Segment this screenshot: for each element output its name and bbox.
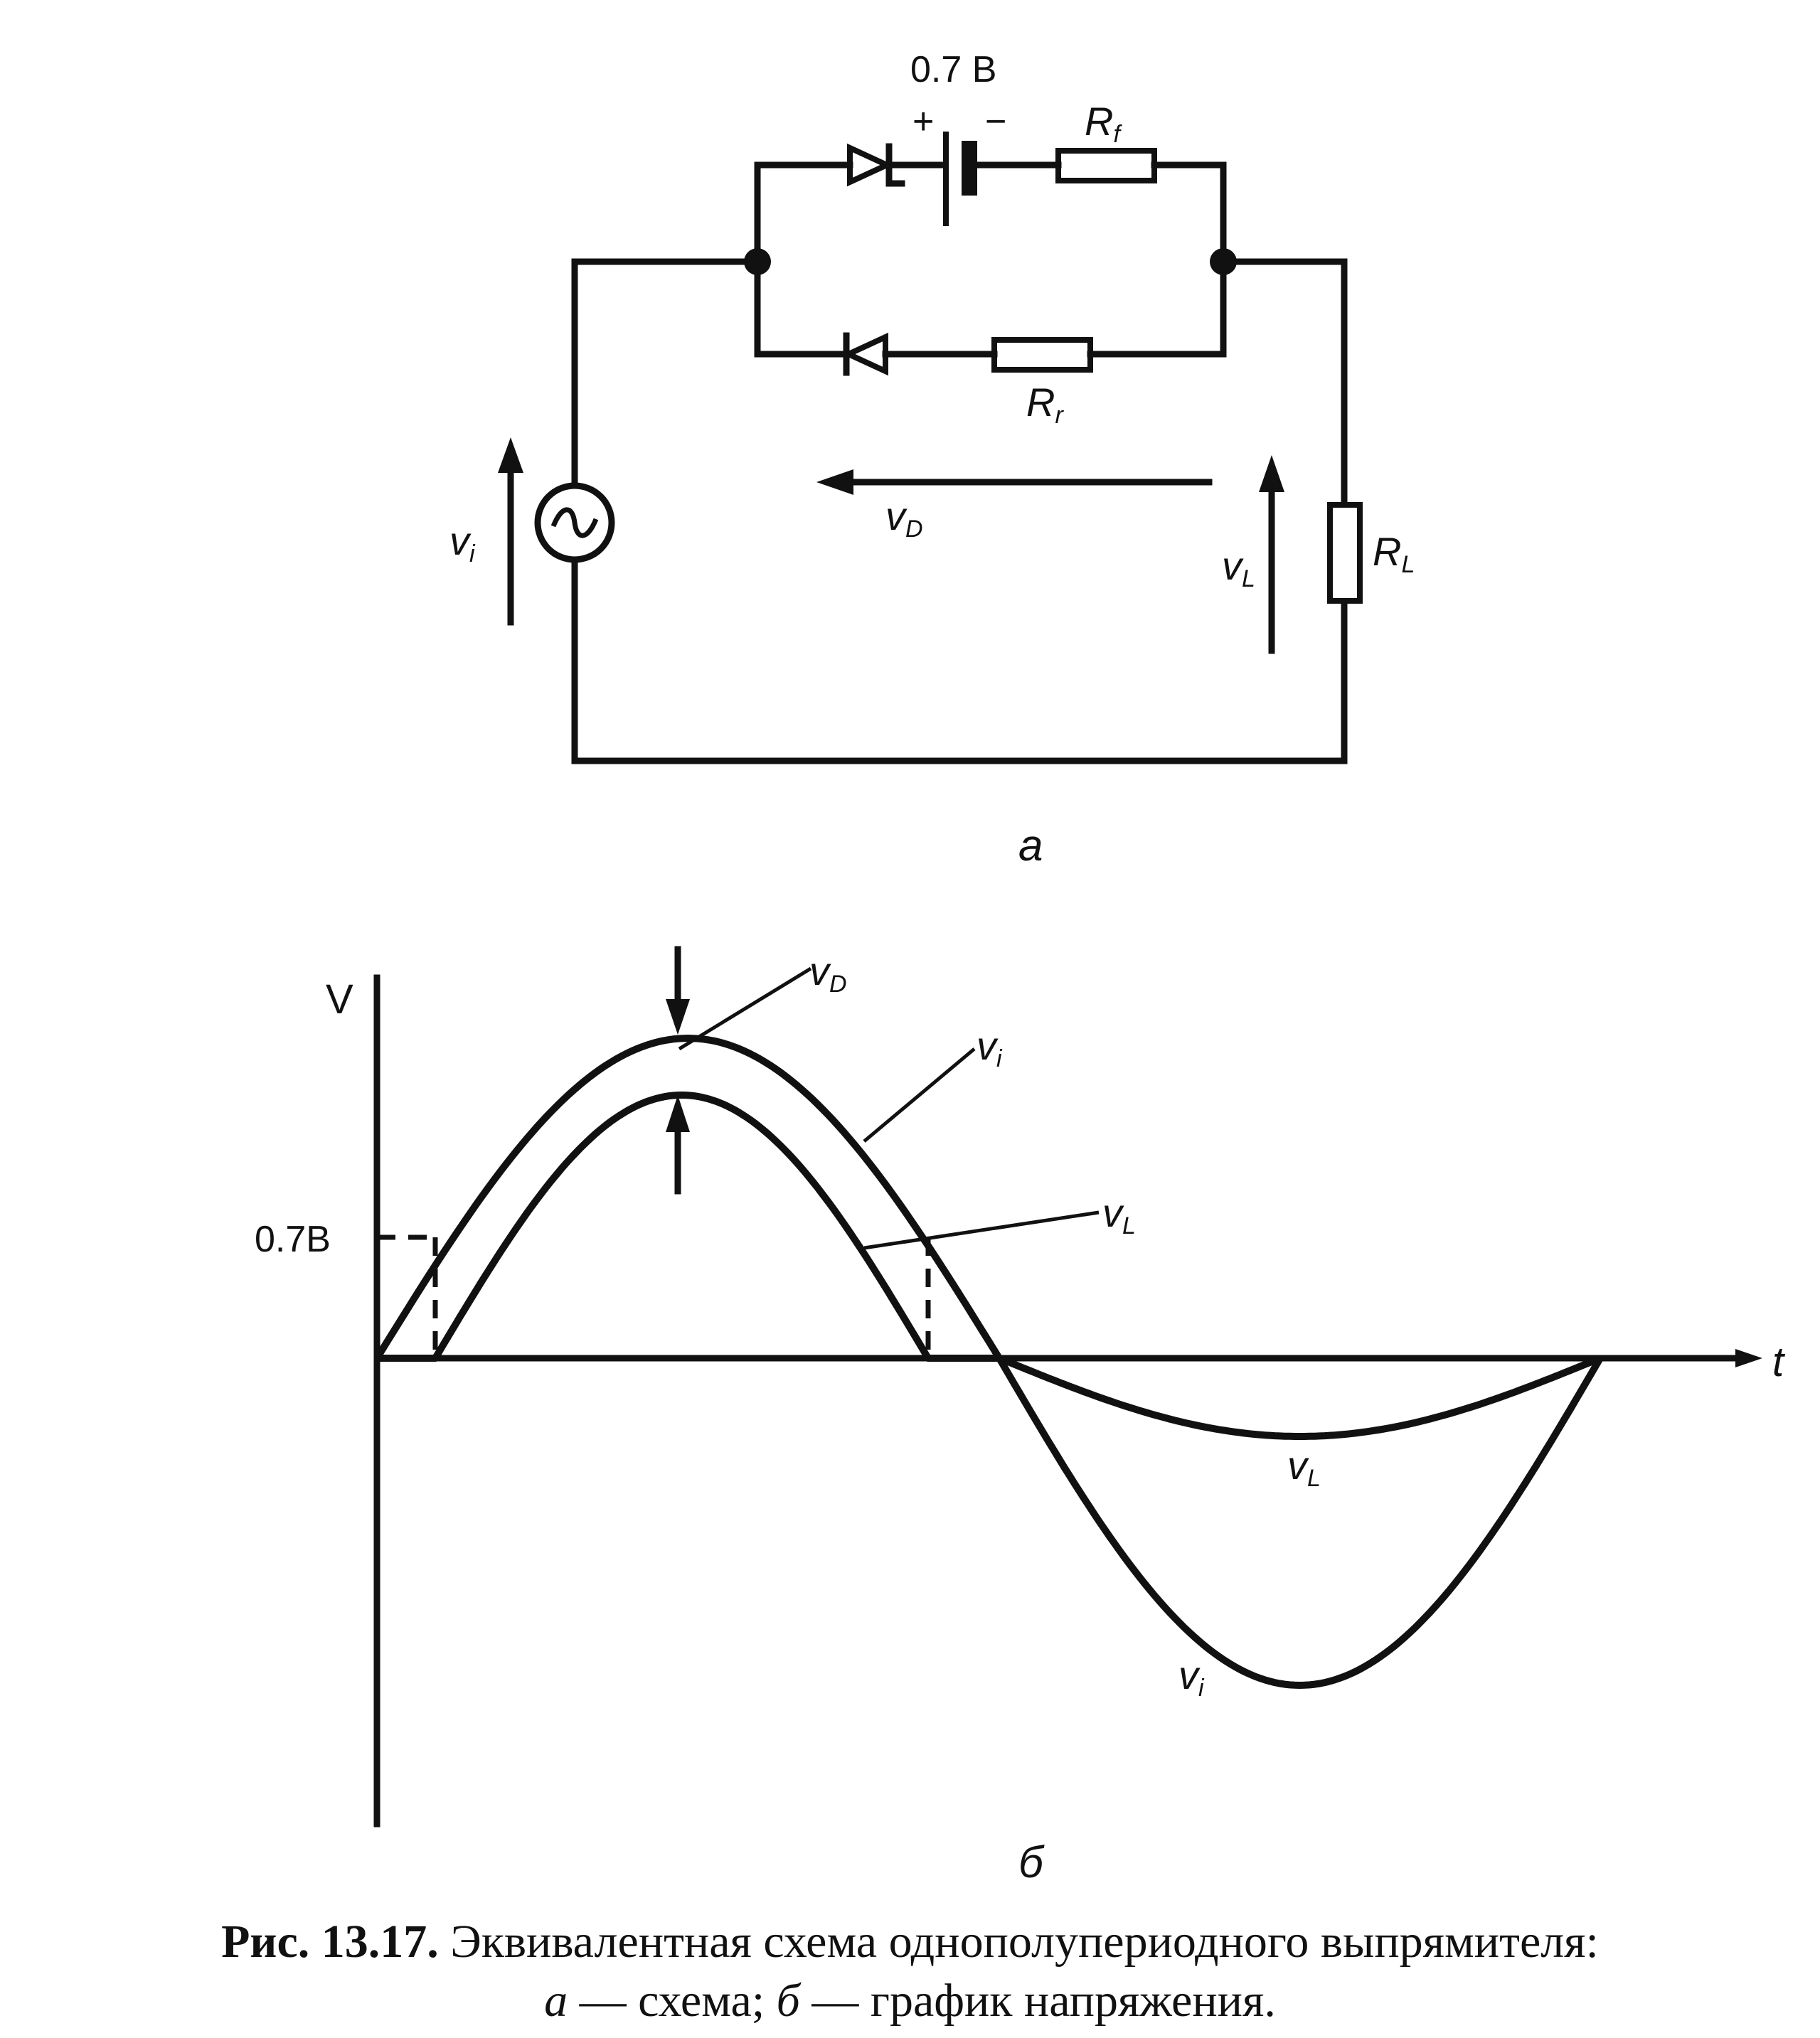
vl-top-graph-label: vL [1102,1190,1136,1239]
wire-right [1220,258,1348,508]
caption-a-text: — схема; [568,1974,777,2027]
vi-circuit-label: vi [449,518,476,567]
rr-label: Rr [1026,380,1064,429]
caption-number: Рис. 13.17. [221,1916,439,1968]
caption-text: Эквивалентная схема однополупериодного в… [450,1916,1599,1968]
vd-leader-line [678,966,812,1051]
vl-arrow-icon [1259,455,1284,654]
vd-circuit-label: vD [885,494,923,543]
forward-diode-icon [847,143,894,187]
figure-caption: Рис. 13.17. Эквивалентная схема однополу… [0,1913,1820,2030]
panel-a-label: а [1018,821,1043,870]
vl-bottom-graph-label: vL [1287,1443,1321,1492]
vd-top-arrow-icon [666,946,690,1035]
battery-plus-label: + [912,101,934,142]
caption-line-2: а — схема; б — график напряжения. [0,1972,1820,2031]
voltage-graph: V t 0.7В vD vi vL vL vi б [255,946,1786,1887]
vi-bottom-graph-label: vi [1178,1653,1205,1702]
ac-sine-icon [550,507,599,538]
caption-b: б [776,1974,800,2027]
upper-branch-left [754,161,853,265]
vl-circuit-label: vL [1222,543,1255,592]
vd-arrow-icon [816,469,1213,495]
x-axis-label: t [1772,1339,1786,1385]
battery-minus-label: − [985,101,1006,142]
vl-top-leader-line [863,1210,1100,1250]
rl-label: RL [1373,529,1415,578]
y-axis-label: V [326,976,353,1023]
resistor-rf-icon [1055,148,1157,183]
rf-label: Rf [1085,99,1122,148]
wire-left-lower [571,548,1348,764]
vd-graph-label: vD [809,949,847,998]
vl-curve [377,1092,1602,1440]
vi-arrow-icon [498,437,523,626]
wire-left [571,258,761,498]
caption-b-text: — график напряжения. [799,1974,1276,2027]
vd-bottom-arrow-icon [666,1095,690,1195]
vi-top-leader-line [863,1047,976,1143]
panel-b-label: б [1018,1838,1045,1887]
lower-branch-right [1087,258,1227,358]
lower-branch-left [754,258,850,358]
upper-branch-right [1151,161,1227,265]
battery-voltage-label: 0.7 В [910,49,996,90]
circuit-diagram: 0.7 В + − Rf Rr RL vi vD vL а [449,49,1415,870]
resistor-rl-icon [1327,502,1363,604]
caption-a: а [544,1974,568,2027]
threshold-label: 0.7В [255,1219,331,1260]
x-axis-arrow-icon [1735,1349,1762,1367]
reverse-diode-icon [841,332,888,376]
resistor-rr-icon [991,337,1093,373]
vi-top-graph-label: vi [976,1023,1003,1072]
